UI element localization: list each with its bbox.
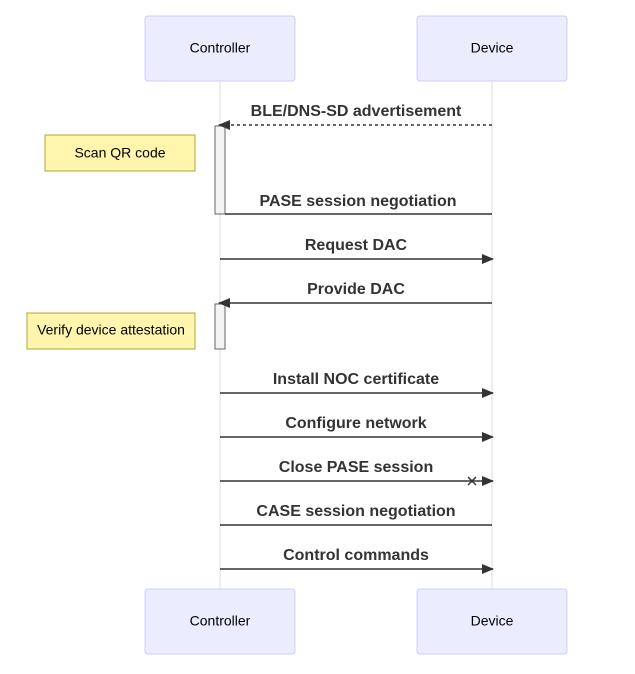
message-case-negotiation: CASE session negotiation	[220, 503, 492, 526]
message-request-dac: Request DAC	[220, 237, 494, 264]
message-ble-advertisement: BLE/DNS-SD advertisement	[218, 103, 492, 130]
message-install-noc: Install NOC certificate	[220, 371, 494, 398]
controller-actor-bottom: Controller	[144, 588, 296, 655]
controller-actor-bottom-label: Controller	[190, 613, 251, 629]
device-actor-bottom-label: Device	[471, 613, 514, 629]
note-verify-attestation: Verify device attestation	[26, 312, 196, 350]
message-label: Install NOC certificate	[273, 371, 439, 388]
message-label: BLE/DNS-SD advertisement	[251, 103, 462, 120]
message-configure-network: Configure network	[220, 415, 494, 442]
message-control-commands: Control commands	[220, 547, 494, 574]
message-label: CASE session negotiation	[256, 503, 455, 520]
message-label: Configure network	[285, 415, 426, 432]
device-actor-bottom: Device	[416, 588, 568, 655]
message-close-pase: Close PASE session	[220, 459, 494, 486]
message-label: Close PASE session	[279, 459, 433, 476]
controller-actor-top: Controller	[144, 15, 296, 82]
controller-activation-attestation	[214, 303, 226, 350]
note-scan-qr: Scan QR code	[44, 134, 196, 172]
message-label: Provide DAC	[307, 281, 405, 298]
message-pase-negotiation: PASE session negotiation	[225, 193, 492, 215]
message-label: Request DAC	[305, 237, 408, 254]
message-label: PASE session negotiation	[259, 193, 456, 210]
note-scan-qr-text: Scan QR code	[74, 145, 165, 161]
device-actor-top-label: Device	[471, 40, 514, 56]
controller-actor-top-label: Controller	[190, 40, 251, 56]
message-label: Control commands	[283, 547, 429, 564]
note-verify-attestation-text: Verify device attestation	[37, 322, 185, 338]
message-provide-dac: Provide DAC	[218, 281, 492, 308]
cross-icon	[467, 476, 477, 486]
controller-activation-pase	[214, 125, 226, 215]
device-actor-top: Device	[416, 15, 568, 82]
